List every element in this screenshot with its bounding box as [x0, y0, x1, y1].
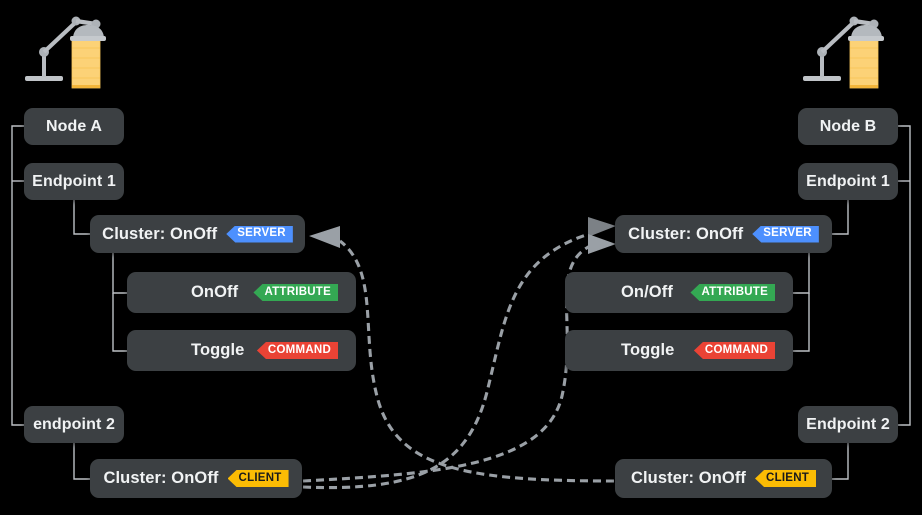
client-badge: CLIENT: [227, 470, 289, 487]
left-endpoint-2-box[interactable]: endpoint 2: [24, 406, 124, 443]
right-cluster-onoff-server-box[interactable]: Cluster: OnOff SERVER: [615, 215, 832, 253]
desk-lamp-icon-right: [803, 16, 884, 89]
command-badge: COMMAND: [256, 342, 338, 359]
left-endpoint-1-box[interactable]: Endpoint 1: [24, 163, 124, 200]
left-endpoint-1-label: Endpoint 1: [32, 172, 116, 190]
left-attribute-onoff-label: OnOff: [191, 283, 239, 301]
right-endpoint-2-label: Endpoint 2: [806, 415, 890, 433]
server-badge: SERVER: [226, 225, 293, 243]
right-cluster-onoff-server-label: Cluster: OnOff: [628, 224, 744, 243]
left-endpoint-2-label: endpoint 2: [33, 415, 115, 433]
left-cluster-onoff-client-box[interactable]: Cluster: OnOff CLIENT: [90, 459, 302, 498]
server-badge: SERVER: [752, 225, 819, 243]
left-command-toggle-box[interactable]: Toggle COMMAND: [127, 330, 356, 371]
right-command-toggle-label: Toggle: [621, 341, 675, 359]
arrowhead-right-server-upper: [588, 217, 616, 237]
right-cluster-onoff-client-label: Cluster: OnOff: [630, 469, 747, 487]
node-a-box[interactable]: Node A: [24, 108, 124, 145]
right-cluster-onoff-client-box[interactable]: Cluster: OnOff CLIENT: [615, 459, 832, 498]
right-endpoint-1-box[interactable]: Endpoint 1: [798, 163, 898, 200]
left-cluster-onoff-server-box[interactable]: Cluster: OnOff SERVER: [90, 215, 305, 253]
node-a-label: Node A: [45, 117, 102, 135]
right-command-toggle-box[interactable]: Toggle COMMAND: [565, 330, 793, 371]
command-badge: COMMAND: [693, 342, 775, 359]
node-b-label: Node B: [819, 117, 877, 135]
arrowhead-left-server: [309, 226, 340, 248]
left-cluster-onoff-server-label: Cluster: OnOff: [102, 224, 218, 243]
client-badge: CLIENT: [755, 470, 817, 487]
right-attribute-onoff-box[interactable]: On/Off ATTRIBUTE: [565, 272, 793, 313]
node-b-box[interactable]: Node B: [798, 108, 898, 145]
left-attribute-onoff-box[interactable]: OnOff ATTRIBUTE: [127, 272, 356, 313]
arrowhead-right-server-lower: [588, 234, 616, 254]
left-cluster-onoff-client-label: Cluster: OnOff: [103, 469, 219, 487]
right-endpoint-2-box[interactable]: Endpoint 2: [798, 406, 898, 443]
right-endpoint-1-label: Endpoint 1: [806, 172, 890, 190]
right-attribute-onoff-label: On/Off: [621, 283, 673, 301]
desk-lamp-icon-left: [25, 16, 106, 89]
left-command-toggle-label: Toggle: [191, 341, 245, 359]
attribute-badge: ATTRIBUTE: [690, 284, 775, 301]
attribute-badge: ATTRIBUTE: [253, 284, 338, 301]
